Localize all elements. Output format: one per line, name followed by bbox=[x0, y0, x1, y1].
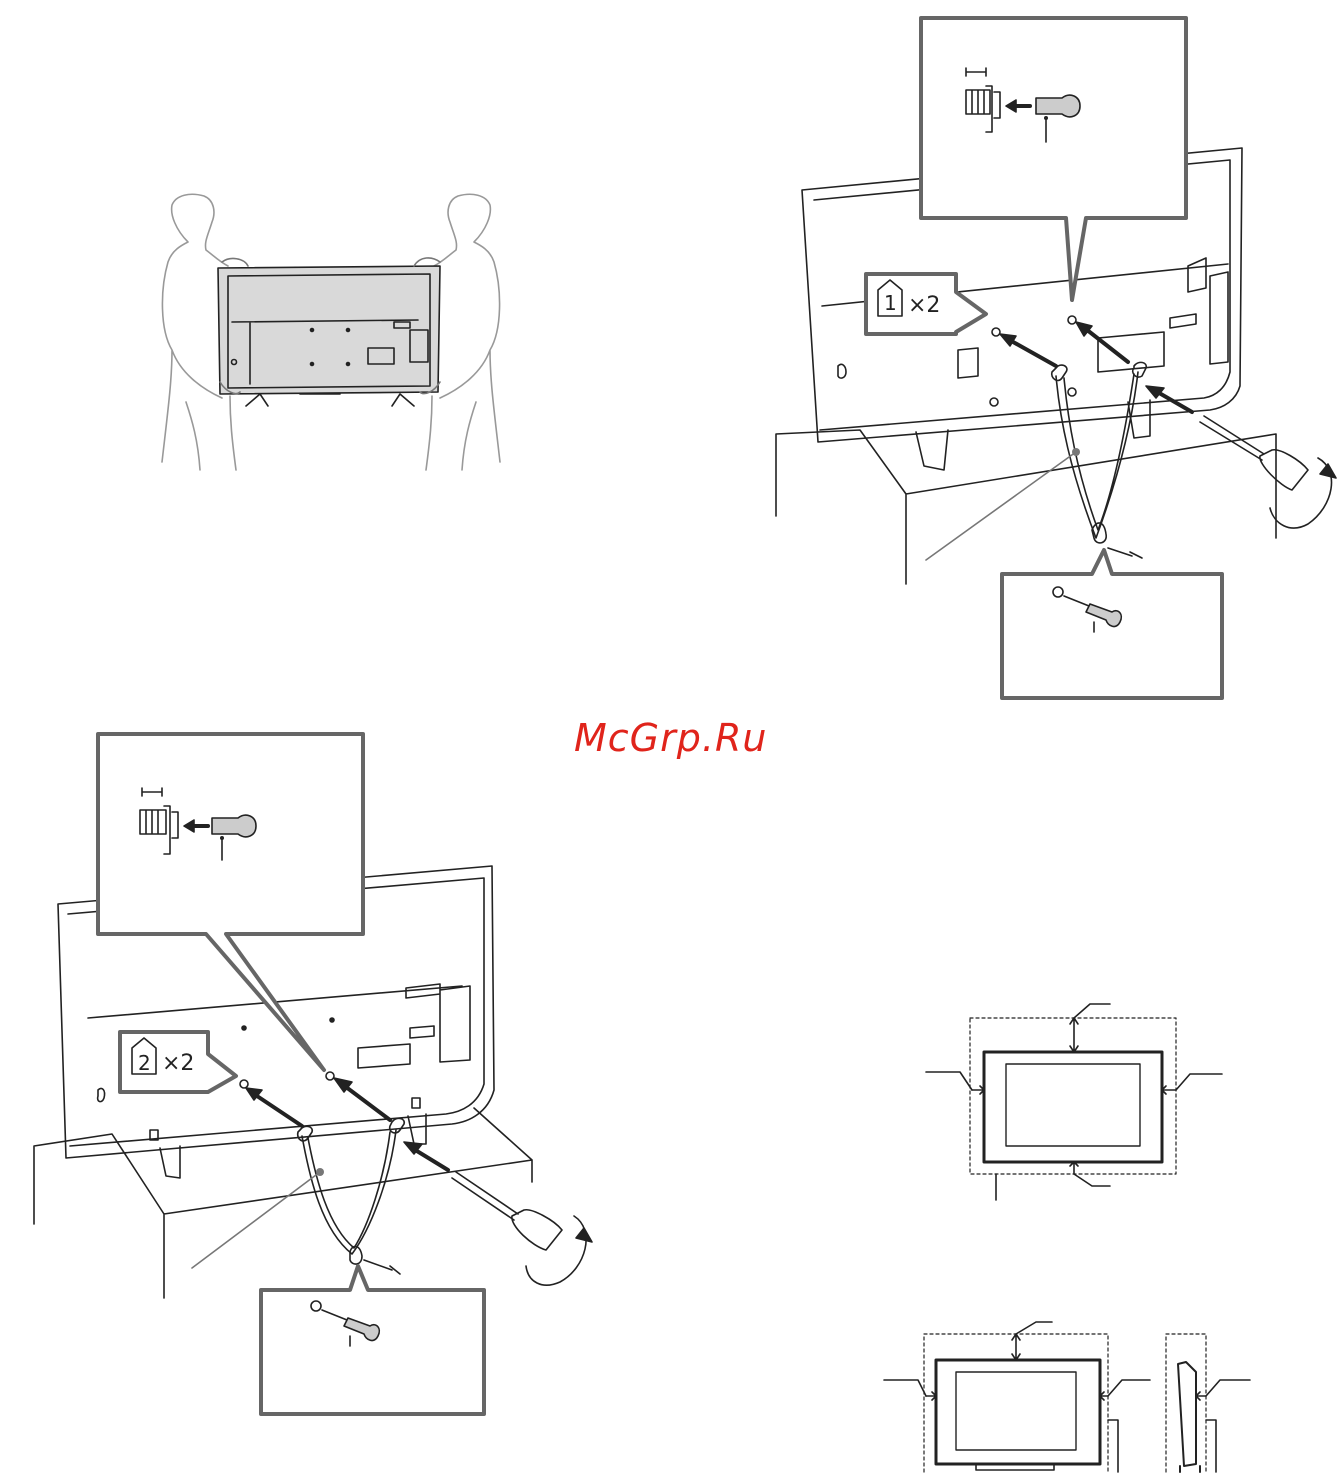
step-2-number: 2 bbox=[138, 1051, 151, 1075]
table-right bbox=[776, 430, 1276, 584]
step-1-figure bbox=[776, 18, 1336, 698]
tv-side-stand bbox=[1178, 1362, 1200, 1472]
wall-mount-clearance-figure bbox=[926, 1004, 1222, 1200]
step-1-number: 1 bbox=[884, 291, 897, 315]
carrying-tv-figure bbox=[162, 194, 500, 470]
screw-arrow-left bbox=[1006, 338, 1056, 366]
step-1-multiplier: ×2 bbox=[908, 293, 940, 318]
step-2-figure bbox=[34, 734, 592, 1414]
screw-arrow-right bbox=[1082, 326, 1128, 362]
watermark: McGrp.Ru bbox=[574, 716, 767, 760]
callout-top-step2 bbox=[98, 734, 363, 1070]
table-left bbox=[34, 1108, 532, 1298]
stand-clearance-figure bbox=[884, 1322, 1250, 1472]
screwdriver-step1 bbox=[1200, 416, 1308, 490]
callout-top-step1 bbox=[921, 18, 1186, 300]
step-2-multiplier: ×2 bbox=[162, 1051, 194, 1076]
strap-step1 bbox=[1056, 372, 1138, 538]
tv-back-carried bbox=[218, 266, 440, 394]
